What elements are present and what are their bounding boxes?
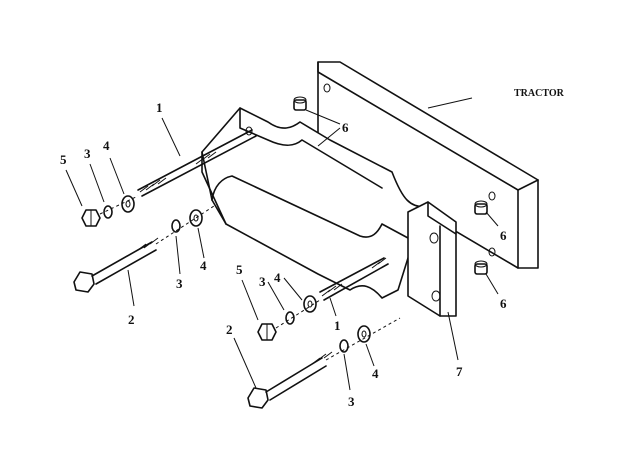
callout-4-left: 4: [200, 258, 207, 273]
callout-6-upper: 6: [342, 120, 349, 135]
callout-6-lower: 6: [500, 296, 507, 311]
callout-1-upper: 1: [156, 100, 163, 115]
upper-nut: [81, 209, 101, 227]
callout-2-lower: 2: [226, 322, 233, 337]
callout-2-upper: 2: [128, 312, 135, 327]
callout-3-left: 3: [176, 276, 183, 291]
leader-lines: [65, 97, 499, 391]
callout-3-upper: 3: [84, 146, 91, 161]
callout-5-lower: 5: [236, 262, 243, 277]
plate-hole: [323, 83, 331, 93]
block-hole: [431, 290, 441, 302]
bushing-upper: [293, 96, 307, 111]
block-hole: [245, 126, 253, 136]
callout-6-middle: 6: [500, 228, 507, 243]
upper-long-bolt: [137, 129, 257, 197]
lower-left-lock-washer: [171, 219, 181, 233]
callout-4-bottom: 4: [372, 366, 379, 381]
bushing-middle: [474, 200, 488, 215]
upper-flat-washer: [121, 195, 135, 213]
upper-short-bolt: [73, 237, 159, 293]
plate-hole: [488, 247, 496, 257]
upper-lock-washer: [103, 205, 113, 219]
lower-lock-washer: [285, 311, 295, 325]
callout-3-lower: 3: [259, 274, 266, 289]
tractor-label: TRACTOR: [514, 88, 565, 99]
callout-3-bottom: 3: [348, 394, 355, 409]
block-hole: [429, 232, 439, 244]
lower-short-bolt: [247, 351, 333, 409]
lower-flat-washer: [303, 295, 317, 313]
bottom-lock-washer: [339, 339, 349, 353]
lower-left-flat-washer: [189, 209, 203, 227]
callout-4-upper: 4: [103, 138, 110, 153]
callout-1-lower: 1: [334, 318, 341, 333]
callout-4-lower: 4: [274, 270, 281, 285]
spacer-block: [201, 107, 457, 317]
plate-hole: [488, 191, 496, 201]
lower-nut: [257, 323, 277, 341]
callout-5-upper: 5: [60, 152, 67, 167]
callout-7: 7: [456, 364, 463, 379]
bottom-flat-washer: [357, 325, 371, 343]
bushing-lower: [474, 260, 488, 275]
lower-long-bolt: [319, 257, 389, 301]
